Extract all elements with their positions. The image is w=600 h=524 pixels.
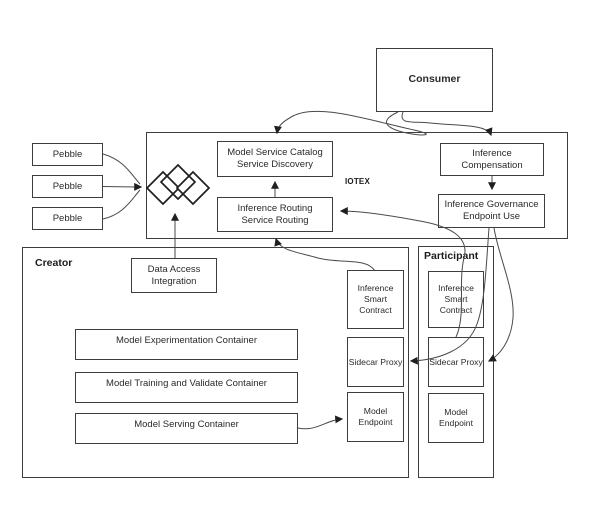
- participant-sidecar-proxy-node: Sidecar Proxy: [428, 337, 484, 387]
- container-label: Model Experimentation Container: [116, 335, 257, 346]
- participant-model-endpoint-node: Model Endpoint: [428, 393, 484, 443]
- pebble-label: Pebble: [52, 180, 83, 192]
- inference-routing-node: Inference Routing Service Routing: [217, 197, 333, 232]
- model-serving-container-node: Model Serving Container: [75, 413, 298, 444]
- participant-group-label: Participant: [424, 250, 479, 262]
- smart-contract-label: Contract: [359, 304, 392, 315]
- container-label: Model Training and Validate Container: [106, 378, 267, 389]
- inference-governance-node: Inference Governance Endpoint Use: [438, 194, 545, 228]
- model-service-catalog-node: Model Service Catalog Service Discovery: [217, 141, 333, 177]
- model-training-container-node: Model Training and Validate Container: [75, 372, 298, 403]
- pebble-node-1: Pebble: [32, 143, 103, 166]
- sidecar-proxy-label: Sidecar Proxy: [429, 356, 483, 367]
- edge-pebble1-to-hub: [102, 153, 141, 185]
- inference-routing-label: Inference Routing: [237, 202, 313, 214]
- data-access-integration-node: Data Access Integration: [131, 258, 217, 293]
- model-endpoint-label: Endpoint: [439, 418, 473, 428]
- data-access-label: Data Access: [147, 263, 201, 275]
- model-experimentation-container-node: Model Experimentation Container: [75, 329, 298, 360]
- inference-compensation-label: Inference: [472, 147, 512, 159]
- inference-governance-label: Inference Governance: [444, 199, 539, 211]
- model-endpoint-label: Model: [444, 407, 468, 418]
- edge-pebble3-to-hub: [102, 189, 141, 220]
- smart-contract-label: Contract: [439, 304, 473, 315]
- smart-contract-label: Smart: [364, 294, 387, 305]
- model-service-catalog-label: Service Discovery: [236, 159, 314, 170]
- pebble-node-2: Pebble: [32, 175, 103, 198]
- creator-inference-smart-contract-node: Inference Smart Contract: [347, 270, 404, 329]
- participant-inference-smart-contract-node: Inference Smart Contract: [428, 271, 484, 328]
- consumer-label: Consumer: [408, 73, 461, 86]
- creator-model-endpoint-node: Model Endpoint: [347, 392, 404, 442]
- model-endpoint-label: Model: [363, 406, 388, 417]
- pebble-node-3: Pebble: [32, 207, 103, 230]
- inference-routing-label: Service Routing: [241, 214, 309, 226]
- iotex-group-label: IOTEX: [345, 177, 371, 186]
- sidecar-proxy-label: Sidecar Proxy: [348, 356, 403, 367]
- inference-compensation-node: Inference Compensation: [440, 143, 544, 176]
- inference-compensation-label: Compensation: [461, 159, 523, 171]
- pebble-label: Pebble: [52, 212, 83, 224]
- container-label: Model Serving Container: [134, 419, 239, 430]
- data-access-label: Integration: [151, 275, 197, 287]
- model-endpoint-label: Endpoint: [358, 417, 393, 427]
- creator-group-label: Creator: [35, 257, 73, 269]
- smart-contract-label: Inference: [438, 283, 474, 294]
- consumer-node: Consumer: [376, 48, 493, 112]
- creator-sidecar-proxy-node: Sidecar Proxy: [347, 337, 404, 387]
- model-service-catalog-label: Model Service Catalog: [227, 147, 323, 159]
- smart-contract-label: Inference: [357, 283, 394, 294]
- pebble-label: Pebble: [52, 148, 83, 160]
- inference-governance-label: Endpoint Use: [462, 211, 521, 222]
- edge-pebble2-to-hub: [102, 182, 143, 191]
- smart-contract-label: Smart: [444, 294, 468, 305]
